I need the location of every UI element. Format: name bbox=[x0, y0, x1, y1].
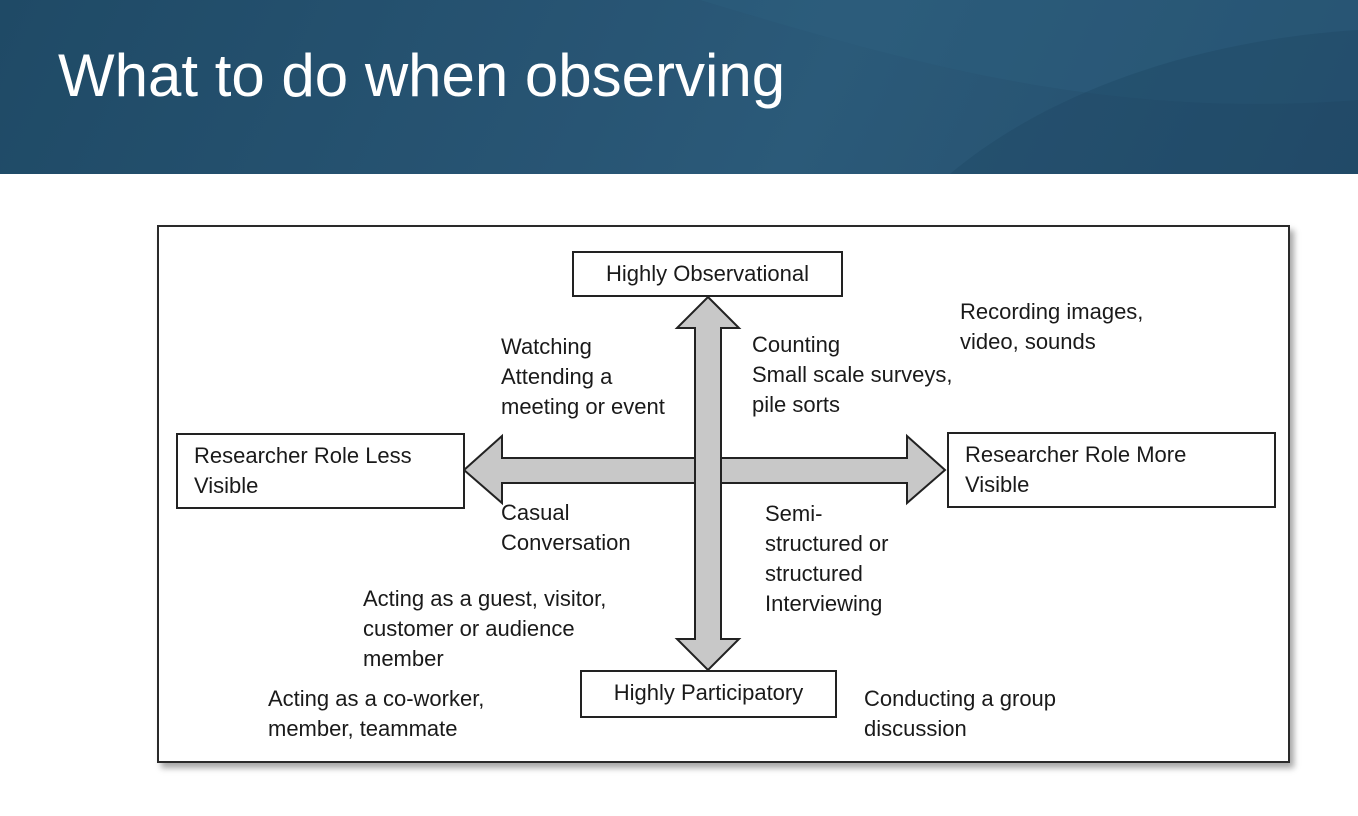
activity-semi-structured-interviewing: Semi- structured or structured Interview… bbox=[765, 501, 889, 616]
slide-header: What to do when observing bbox=[0, 0, 1358, 174]
slide-title: What to do when observing bbox=[58, 42, 786, 109]
activity-watching: Watching Attending a meeting or event bbox=[501, 334, 665, 419]
pole-highly-participatory: Highly Participatory bbox=[580, 670, 837, 718]
activity-recording: Recording images, video, sounds bbox=[960, 299, 1144, 354]
activity-acting-as-coworker: Acting as a co-worker, member, teammate bbox=[268, 686, 485, 741]
pole-right-label: Researcher Role More Visible bbox=[965, 442, 1187, 497]
axis-arrows bbox=[462, 295, 947, 672]
pole-researcher-more-visible: Researcher Role More Visible bbox=[947, 432, 1276, 508]
activity-group-discussion: Conducting a group discussion bbox=[864, 686, 1057, 741]
activity-counting: Counting Small scale surveys, pile sorts bbox=[752, 332, 953, 417]
pole-highly-observational: Highly Observational bbox=[572, 251, 843, 297]
activity-acting-as-guest: Acting as a guest, visitor, customer or … bbox=[363, 586, 607, 671]
activity-casual-conversation: Casual Conversation bbox=[501, 500, 631, 555]
pole-researcher-less-visible: Researcher Role Less Visible bbox=[176, 433, 465, 509]
header-swoosh-decoration bbox=[700, 0, 1358, 174]
observation-diagram: Highly Observational Researcher Role Les… bbox=[157, 225, 1290, 763]
pole-left-label: Researcher Role Less Visible bbox=[194, 443, 412, 498]
pole-bottom-label: Highly Participatory bbox=[613, 680, 804, 705]
pole-top-label: Highly Observational bbox=[606, 261, 809, 286]
